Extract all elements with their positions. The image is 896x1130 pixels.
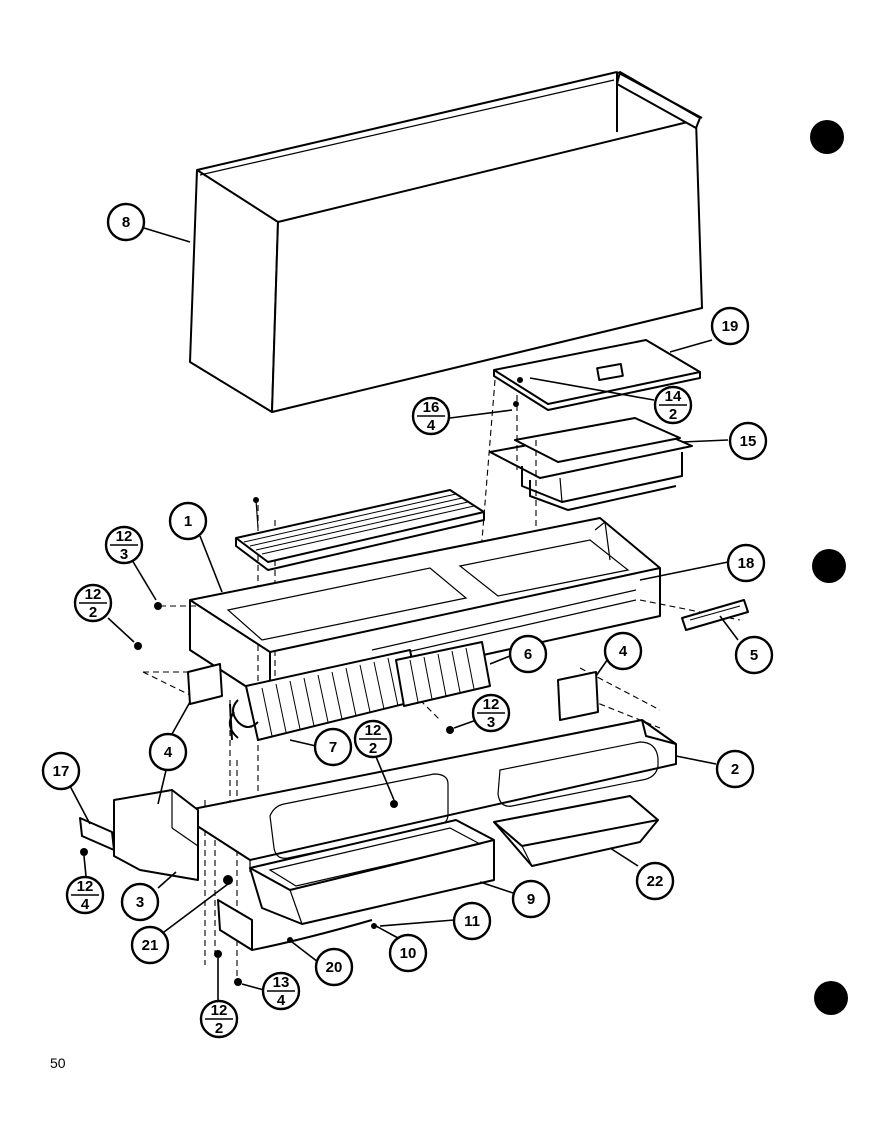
callout-12-2-center: 12 2 <box>353 719 393 759</box>
part-cabinet-wrapper <box>189 71 703 413</box>
coil-fins <box>261 657 399 737</box>
callout-12-3-lower: 12 3 <box>471 693 511 733</box>
binder-hole-bottom <box>814 981 848 1015</box>
svg-text:18: 18 <box>738 555 755 572</box>
svg-text:6: 6 <box>524 646 532 663</box>
callout-11: 11 <box>452 901 492 941</box>
svg-text:2: 2 <box>669 406 677 423</box>
svg-text:3: 3 <box>487 714 495 731</box>
callout-7: 7 <box>313 727 353 767</box>
callout-9: 9 <box>511 879 551 919</box>
callout-12-2-bottom: 12 2 <box>199 999 239 1039</box>
callout-12-4: 12 4 <box>65 875 105 915</box>
callout-13-4: 13 4 <box>261 971 301 1011</box>
svg-text:4: 4 <box>164 744 173 761</box>
callout-19: 19 <box>710 306 750 346</box>
callout-6: 6 <box>508 634 548 674</box>
svg-text:14: 14 <box>665 388 682 405</box>
svg-text:2: 2 <box>731 761 739 778</box>
svg-text:21: 21 <box>142 937 159 954</box>
callout-12-2-left: 12 2 <box>73 583 113 623</box>
svg-text:12: 12 <box>85 586 102 603</box>
svg-text:2: 2 <box>215 1020 223 1037</box>
part-top-cover-19 <box>493 339 701 411</box>
svg-text:3: 3 <box>136 894 144 911</box>
svg-text:22: 22 <box>647 873 664 890</box>
svg-text:17: 17 <box>53 763 70 780</box>
part-plate-17 <box>79 817 115 851</box>
svg-text:9: 9 <box>527 891 535 908</box>
svg-text:10: 10 <box>400 945 417 962</box>
binder-hole-middle <box>812 549 846 583</box>
leader-lines <box>69 227 739 1002</box>
part-bracket-4 <box>187 663 599 721</box>
svg-text:12: 12 <box>77 878 94 895</box>
svg-text:4: 4 <box>81 896 90 913</box>
svg-text:13: 13 <box>273 974 290 991</box>
part-grille <box>235 489 485 571</box>
svg-text:12: 12 <box>365 722 382 739</box>
callout-1: 1 <box>168 501 208 541</box>
svg-text:20: 20 <box>326 959 343 976</box>
svg-text:8: 8 <box>122 214 130 231</box>
svg-text:1: 1 <box>184 513 192 530</box>
svg-text:15: 15 <box>740 433 757 450</box>
part-drain-pan-9 <box>249 819 495 925</box>
callout-3: 3 <box>120 882 160 922</box>
callout-5: 5 <box>734 635 774 675</box>
callout-12-3-upper: 12 3 <box>104 525 144 565</box>
callout-2: 2 <box>715 749 755 789</box>
svg-text:12: 12 <box>116 528 133 545</box>
part-strip-5 <box>681 599 749 631</box>
part-lower-bracket <box>217 899 373 951</box>
svg-text:7: 7 <box>329 739 337 756</box>
callout-4-right: 4 <box>603 631 643 671</box>
callout-4-left: 4 <box>148 732 188 772</box>
hardware-screws <box>80 377 523 986</box>
svg-text:4: 4 <box>619 643 628 660</box>
callout-8: 8 <box>106 202 146 242</box>
part-tray-15 <box>489 417 693 511</box>
svg-text:12: 12 <box>483 696 500 713</box>
callout-15: 15 <box>728 421 768 461</box>
part-coil-assembly <box>228 641 491 741</box>
part-tray-22 <box>493 795 659 867</box>
svg-text:2: 2 <box>369 740 377 757</box>
svg-text:4: 4 <box>277 992 286 1009</box>
callout-20: 20 <box>314 947 354 987</box>
part-bracket-3 <box>113 789 199 881</box>
callout-10: 10 <box>388 933 428 973</box>
callout-21: 21 <box>130 925 170 965</box>
callout-16-4: 16 4 <box>411 396 451 436</box>
callout-17: 17 <box>41 751 81 791</box>
svg-text:11: 11 <box>464 913 480 930</box>
svg-text:3: 3 <box>120 546 128 563</box>
page-number: 50 <box>50 1055 66 1071</box>
svg-text:12: 12 <box>211 1002 228 1019</box>
callout-22: 22 <box>635 861 675 901</box>
callout-14-2: 14 2 <box>653 385 693 425</box>
svg-text:16: 16 <box>423 399 440 416</box>
svg-text:19: 19 <box>722 318 739 335</box>
part-base-panel-1 <box>189 517 661 703</box>
binder-hole-top <box>810 120 844 154</box>
callout-18: 18 <box>726 543 766 583</box>
svg-text:2: 2 <box>89 604 97 621</box>
svg-text:5: 5 <box>750 647 758 664</box>
svg-text:4: 4 <box>427 417 436 434</box>
